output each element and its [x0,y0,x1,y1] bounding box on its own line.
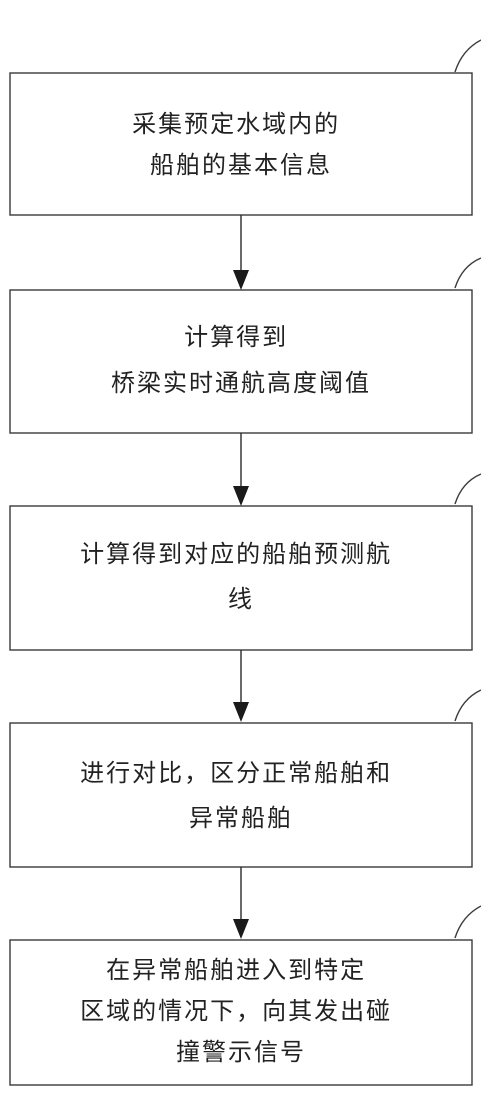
reference-curve-step-1 [454,39,481,73]
reference-curve-step-3 [454,473,481,505]
step-4-box [9,722,473,868]
connector-1-to-2 [233,215,249,290]
reference-curve-step-5 [454,905,481,939]
step-5-line-3: 撞警示信号 [176,1038,306,1066]
step-2-box [9,289,473,434]
step-5-box [9,939,473,1086]
step-1-box [9,72,473,216]
step-2-line-1: 计算得到 [184,323,288,351]
step-3-text: 计算得到对应的船舶预测航 线 [80,540,402,613]
step-5-text: 在异常船舶进入到特定 区域的情况下，向其发出碰 撞警示信号 [80,956,402,1066]
step-2: 计算得到 桥梁实时通航高度阈值 [9,257,481,434]
connector-2-to-3 [233,433,249,506]
reference-curve-step-2 [454,257,481,289]
arrow-head [233,919,249,939]
arrow-head [233,270,249,290]
connector-4-to-5 [233,867,249,939]
step-2-text: 计算得到 桥梁实时通航高度阈值 [111,323,371,397]
arrow-head [233,486,249,506]
step-4: 进行对比，区分正常船舶和 异常船舶 [9,689,481,868]
step-1-text: 采集预定水域内的 船舶的基本信息 [132,110,350,179]
step-4-text: 进行对比，区分正常船舶和 异常船舶 [80,759,402,832]
step-5-line-1: 在异常船舶进入到特定 [106,956,366,984]
step-1: 采集预定水域内的 船舶的基本信息 [9,39,481,216]
step-3-line-2: 线 [228,585,254,613]
step-4-line-2: 异常船舶 [189,804,293,832]
step-1-line-2: 船舶的基本信息 [150,151,332,179]
step-3: 计算得到对应的船舶预测航 线 [9,473,481,651]
step-3-line-1: 计算得到对应的船舶预测航 [80,540,392,568]
arrow-head [233,702,249,722]
step-2-line-2: 桥梁实时通航高度阈值 [111,369,371,397]
connector-3-to-4 [233,650,249,722]
step-5-line-2: 区域的情况下，向其发出碰 [80,997,392,1025]
step-4-line-1: 进行对比，区分正常船舶和 [80,759,392,787]
reference-curve-step-4 [454,689,481,722]
step-5: 在异常船舶进入到特定 区域的情况下，向其发出碰 撞警示信号 [9,905,481,1086]
step-3-box [9,505,473,651]
step-1-line-1: 采集预定水域内的 [132,110,340,138]
